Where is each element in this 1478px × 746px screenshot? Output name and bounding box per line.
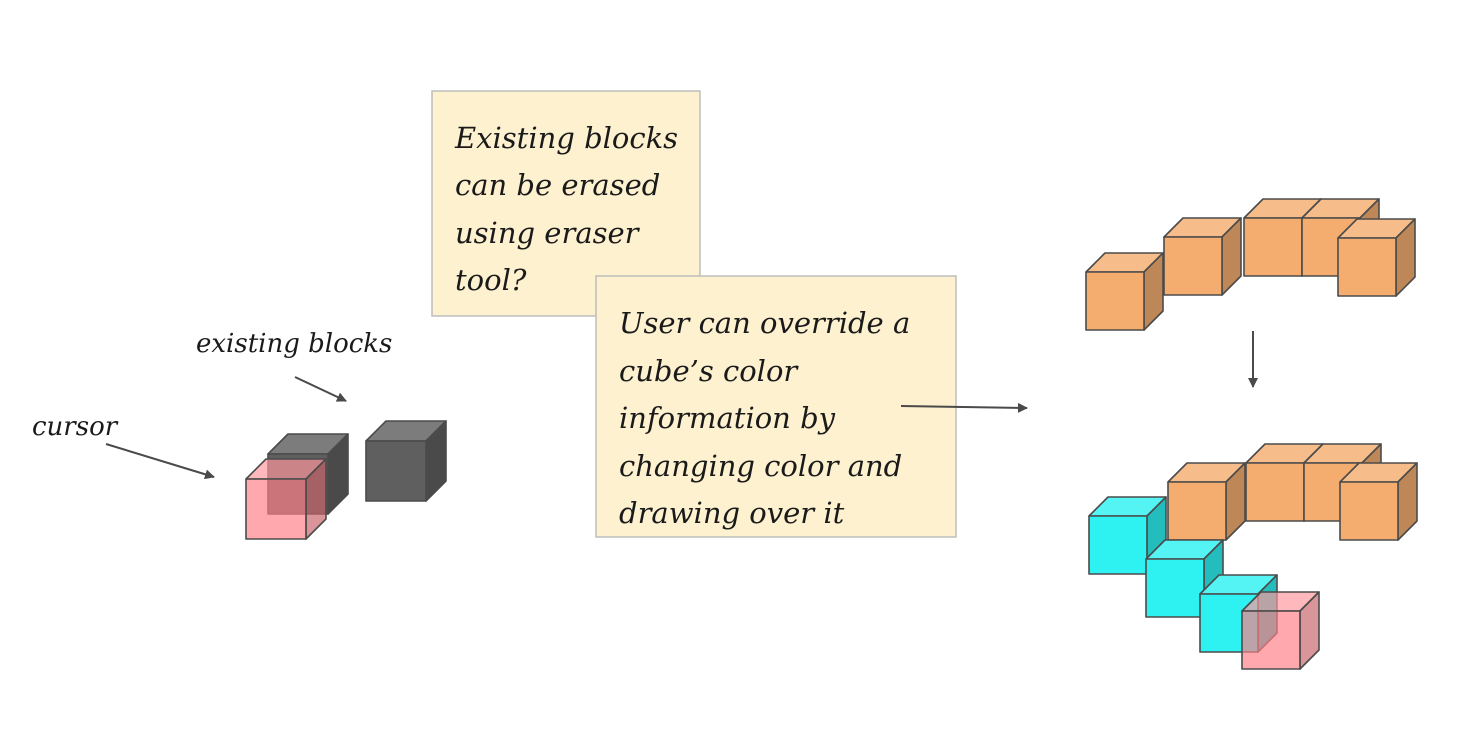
orange-cube	[1085, 252, 1164, 331]
existing-blocks-label: existing blocks	[196, 329, 392, 359]
top-right-cube-group	[1085, 198, 1416, 331]
override-note: User can override a cube’s color informa…	[595, 275, 957, 538]
orange-cube	[1337, 218, 1416, 297]
orange-cube	[1339, 462, 1418, 541]
bottom-right-cube-group	[1088, 443, 1418, 670]
eraser-note-line-1: Existing blocks	[454, 121, 678, 155]
orange-cube	[1163, 217, 1242, 296]
existing-block-cube	[365, 420, 447, 502]
cursor-cube	[245, 458, 327, 540]
eraser-note-line-4: tool?	[455, 263, 527, 297]
override-note-line-5: drawing over it	[619, 496, 845, 530]
override-to-result-arrow	[900, 402, 1028, 413]
eraser-note: Existing blocks can be erased using eras…	[431, 90, 701, 317]
override-note-line-1: User can override a	[619, 306, 910, 340]
eraser-note-line-3: using eraser	[455, 216, 641, 250]
existing-blocks-arrow	[294, 376, 347, 402]
cursor-label: cursor	[32, 412, 119, 442]
left-cube-group	[245, 420, 447, 540]
orange-cube	[1167, 462, 1246, 541]
override-note-line-3: information by	[619, 401, 836, 435]
override-note-line-4: changing color and	[619, 449, 902, 483]
override-note-line-2: cube’s color	[619, 354, 799, 388]
override-note-background	[595, 275, 957, 538]
cursor-cube	[1241, 591, 1320, 670]
cursor-arrow	[105, 443, 215, 480]
eraser-note-line-2: can be erased	[455, 168, 660, 202]
